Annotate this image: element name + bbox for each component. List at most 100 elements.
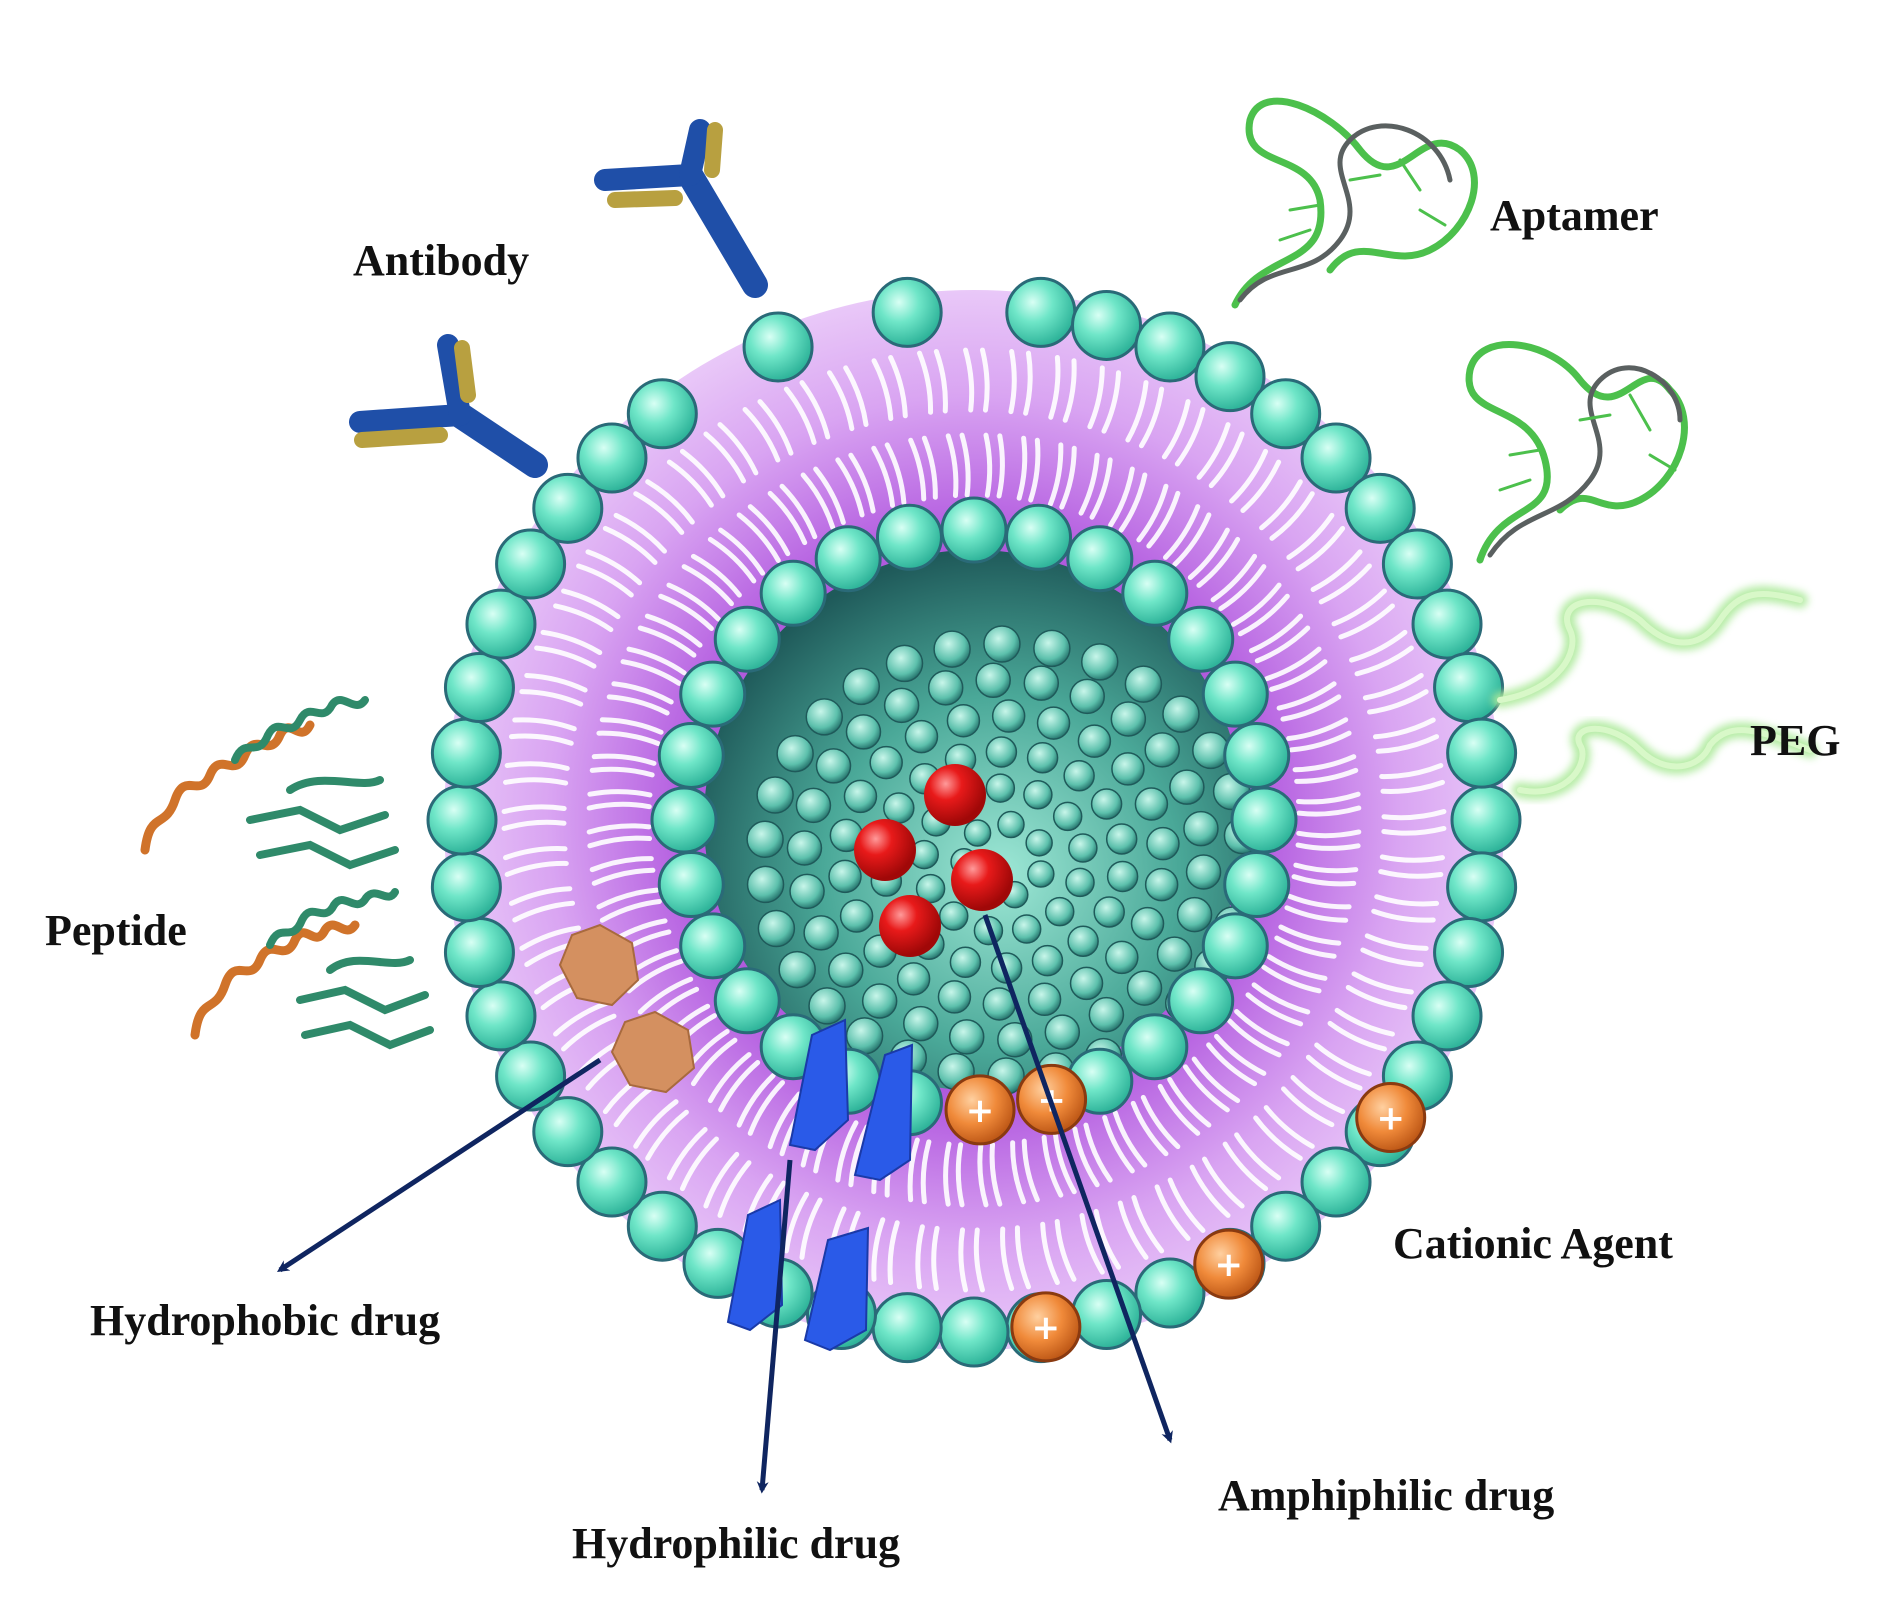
core-lipid-head xyxy=(933,630,971,668)
lipid-tail xyxy=(587,835,653,849)
core-lipid-head xyxy=(1192,731,1230,770)
cationic-agent-label: Cationic Agent xyxy=(1393,1219,1673,1268)
lipid-tail xyxy=(586,823,652,835)
outer-lipid-head xyxy=(1250,378,1322,450)
lipid-tail xyxy=(1196,422,1231,480)
inner-lipid-head xyxy=(1223,851,1291,919)
lipid-tail xyxy=(1381,809,1447,821)
core-lipid-head xyxy=(949,946,982,979)
lipid-tail xyxy=(1087,365,1105,430)
lipid-tail xyxy=(799,1197,823,1260)
lipid-tail xyxy=(1269,491,1315,541)
lipid-tail xyxy=(1234,1009,1290,1047)
lipid-tail xyxy=(576,563,634,598)
inner-lipid-head xyxy=(1201,912,1269,980)
core-lipid-head xyxy=(915,873,946,904)
lipid-tail xyxy=(943,1141,952,1207)
lipid-tail xyxy=(1161,399,1191,460)
lipid-tail xyxy=(1196,536,1241,588)
core-lipid-head xyxy=(1110,701,1147,737)
amphiphilic-drug-label: Amphiphilic drug xyxy=(1218,1471,1554,1520)
outer-lipid-head xyxy=(495,528,567,600)
lipid-tail xyxy=(504,860,569,877)
lipid-tail xyxy=(591,867,656,886)
lipid-tail xyxy=(589,766,655,778)
lipid-tail xyxy=(813,466,846,525)
lipid-tail xyxy=(933,349,948,414)
core-lipid-head xyxy=(1105,823,1138,855)
hydrophilic-drug-arrow xyxy=(756,1159,793,1494)
core-lipid-head xyxy=(845,714,882,750)
lipid-tail xyxy=(508,886,573,906)
inner-lipid-head xyxy=(940,496,1008,564)
lipid-tail xyxy=(681,564,734,607)
lipid-tail xyxy=(658,593,714,631)
lipid-tail xyxy=(666,582,721,622)
lipid-tail xyxy=(920,1139,932,1205)
amphiphilic-drug-molecules xyxy=(854,764,1013,957)
core-lipid-head xyxy=(1090,788,1123,820)
lipid-tail xyxy=(1259,479,1303,531)
lipid-tail xyxy=(1041,1134,1064,1198)
lipid-tail xyxy=(1167,1177,1206,1233)
lipid-tail xyxy=(553,1000,610,1037)
antibody-ligand xyxy=(349,334,548,478)
lipid-tail xyxy=(908,437,927,502)
lipid-tail xyxy=(1079,1213,1105,1275)
lipid-tail xyxy=(1378,869,1444,879)
outer-lipid-head xyxy=(1194,341,1266,413)
outer-lipid-heads xyxy=(426,276,1522,1368)
lipid-tail xyxy=(767,490,808,546)
core-lipid-head xyxy=(1069,966,1104,1001)
lipid-tail xyxy=(1263,1105,1315,1149)
inner-lipid-head xyxy=(1223,721,1291,789)
lipid-tail xyxy=(561,588,621,620)
lipid-tail xyxy=(1294,767,1359,784)
core-lipid-head xyxy=(746,820,784,859)
lipid-tail xyxy=(620,659,682,686)
lipid-tail xyxy=(1093,1208,1122,1270)
core-lipid-head xyxy=(1169,769,1205,805)
amphiphilic-drug-arrow xyxy=(982,914,1173,1444)
lipid-tail xyxy=(1008,349,1017,415)
core-lipid-head xyxy=(904,719,939,754)
core-lipid-head xyxy=(789,873,825,910)
lipid-tail xyxy=(606,694,670,716)
lipid-tail xyxy=(633,1099,679,1149)
lipid-tail xyxy=(1251,982,1311,1015)
core-lipid-head xyxy=(805,698,844,736)
core-lipid-head xyxy=(896,962,931,996)
lipid-tail xyxy=(1371,908,1436,923)
lipid-tail xyxy=(524,672,588,693)
lipid-tail xyxy=(626,958,684,994)
core-lipid-head xyxy=(927,670,964,706)
lipid-tail xyxy=(1264,646,1322,682)
core-lipid-head xyxy=(1011,914,1042,944)
peg-label: PEG xyxy=(1750,716,1840,765)
inner-lipid-head xyxy=(875,503,943,571)
lipid-tail xyxy=(1349,629,1408,663)
lipid-tail xyxy=(1253,1115,1303,1161)
outer-lipid-head xyxy=(465,980,537,1052)
outer-lipid-head xyxy=(1381,528,1453,600)
outer-lipid-head xyxy=(1446,717,1518,789)
lipid-tail xyxy=(963,347,975,413)
core-lipid-head xyxy=(1134,787,1169,821)
core-lipid-head xyxy=(963,819,992,847)
lipid-tail xyxy=(519,689,584,707)
lipid-tail xyxy=(1245,992,1304,1027)
lipid-tail xyxy=(1261,964,1322,994)
lipid-tail xyxy=(1167,1076,1212,1128)
lipid-tail xyxy=(501,804,567,815)
lipid-tail xyxy=(1021,1138,1040,1203)
lipid-tail xyxy=(1028,437,1041,503)
lipid-tail xyxy=(591,753,657,766)
core-lipid-head xyxy=(1126,970,1163,1006)
lipid-tail xyxy=(1083,1122,1113,1183)
core-lipid-head xyxy=(975,662,1011,699)
lipid-tail xyxy=(915,1224,925,1290)
lipid-tail xyxy=(586,801,652,811)
antibody-ligand xyxy=(594,119,768,298)
lipid-tail xyxy=(747,504,791,557)
lipid-tail xyxy=(587,789,653,798)
